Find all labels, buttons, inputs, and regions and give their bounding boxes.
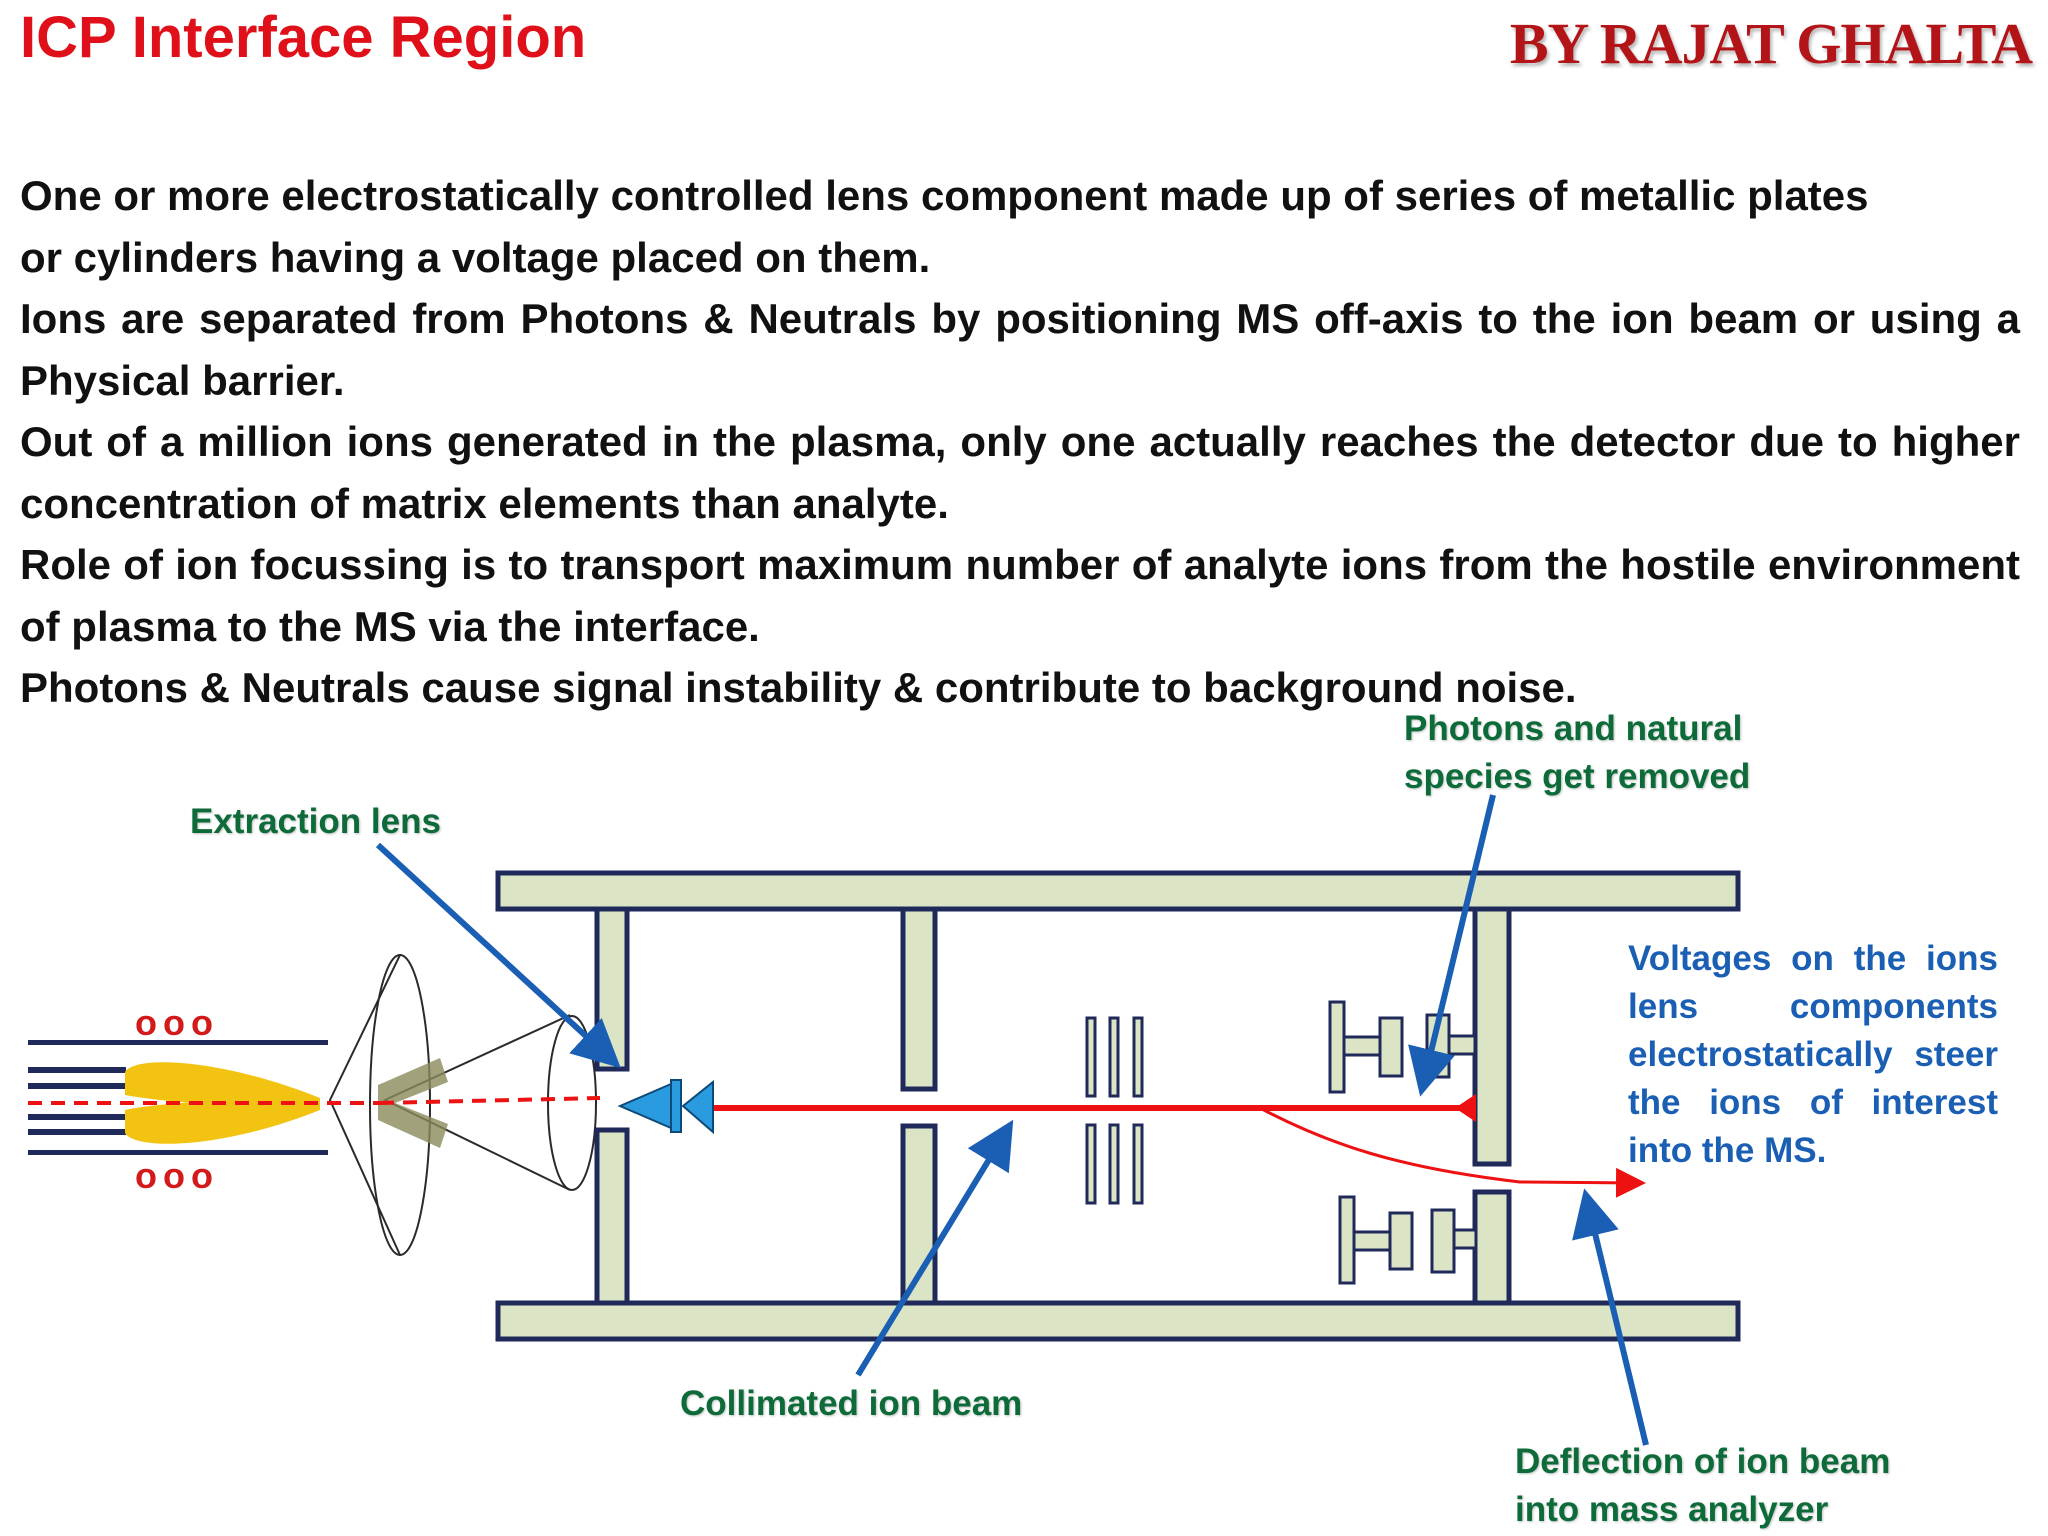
lens-plate — [1085, 1123, 1097, 1205]
extraction-wall-upper — [594, 906, 630, 1072]
lens-plate — [1108, 1016, 1120, 1098]
aperture-wall-upper — [900, 906, 938, 1092]
torch-plasma: ooo ooo — [28, 1002, 328, 1196]
deflection-arrow — [1572, 1188, 1649, 1446]
plasma-flame-upper — [125, 1062, 320, 1106]
sampling-cones — [328, 954, 597, 1256]
lens-plate — [1132, 1123, 1144, 1205]
extraction-wall-lower — [594, 1127, 630, 1306]
deflector-lower — [1338, 1195, 1478, 1285]
body-text: One or more electrostatically controlled… — [20, 165, 2020, 719]
extraction-lens-element — [670, 1079, 682, 1133]
extraction-lens-element — [617, 1082, 672, 1130]
extraction-lens-label: Extraction lens — [190, 802, 441, 841]
photons-removed-label: Photons and natural species get removed — [1404, 705, 1750, 801]
collimated-beam-arrow — [855, 1119, 1014, 1377]
coil-marks-bottom: ooo — [135, 1155, 219, 1196]
deflection-label-line1: Deflection of ion beam — [1515, 1442, 1891, 1481]
photon-stop-marker — [1455, 1094, 1476, 1122]
coil-marks-top: ooo — [135, 1002, 219, 1043]
author-logo: BY RAJAT GHALTA — [1509, 11, 2033, 76]
torch-tube — [28, 1067, 126, 1073]
plasma-flame-lower — [125, 1100, 320, 1144]
photons-removed-label-line1: Photons and natural — [1404, 709, 1743, 748]
slide-title: ICP Interface Region — [20, 5, 587, 70]
lens-plate — [1085, 1016, 1097, 1098]
vacuum-chamber — [495, 870, 1741, 1342]
sampler-cone-body — [328, 954, 401, 1256]
torch-tube — [28, 1083, 126, 1089]
chamber-bottom-wall — [495, 1300, 1741, 1342]
torch-tube — [28, 1114, 126, 1120]
pointer-arrows — [375, 794, 1649, 1446]
cone-tip — [378, 1058, 448, 1148]
paragraph-ion-focussing-role: Role of ion focussing is to transport ma… — [20, 541, 2020, 650]
ion-beam — [28, 1094, 1646, 1198]
voltages-note: Voltages on the ions lens components ele… — [1628, 939, 1998, 1170]
collimated-beam-label: Collimated ion beam — [680, 1384, 1023, 1423]
paragraph-photons-neutrals: Photons & Neutrals cause signal instabil… — [20, 664, 1577, 711]
deflection-label-line2: into mass analyzer — [1515, 1490, 1829, 1529]
torch-outer-bottom — [28, 1150, 328, 1155]
extraction-lens-arrow — [375, 842, 621, 1069]
deflection-label: Deflection of ion beam into mass analyze… — [1515, 1438, 1890, 1534]
deflected-beam — [1259, 1106, 1646, 1198]
photons-removed-arrow — [1408, 794, 1496, 1097]
photons-removed-label-line2: species get removed — [1404, 757, 1751, 796]
paragraph-ion-separation: Ions are separated from Photons & Neutra… — [20, 295, 2020, 404]
cone-axis-dashed — [379, 1096, 601, 1105]
paragraph-lens-components: One or more electrostatically controlled… — [20, 172, 1869, 281]
torch-outer-top — [28, 1040, 328, 1045]
chamber-top-wall — [495, 870, 1741, 912]
extraction-lens-element — [681, 1079, 714, 1135]
extraction-lens — [617, 1079, 714, 1135]
lens-plates — [1085, 1016, 1144, 1205]
paragraph-ion-transmission: Out of a million ions generated in the p… — [20, 418, 2020, 527]
icp-interface-diagram: ooo ooo — [28, 794, 1741, 1446]
torch-tube — [28, 1129, 126, 1135]
photon-stop-wall — [1472, 906, 1512, 1167]
deflector-upper — [1328, 1000, 1477, 1094]
lens-plate — [1108, 1123, 1120, 1205]
ms-entrance-wall — [1472, 1189, 1512, 1306]
lens-plate — [1132, 1016, 1144, 1098]
